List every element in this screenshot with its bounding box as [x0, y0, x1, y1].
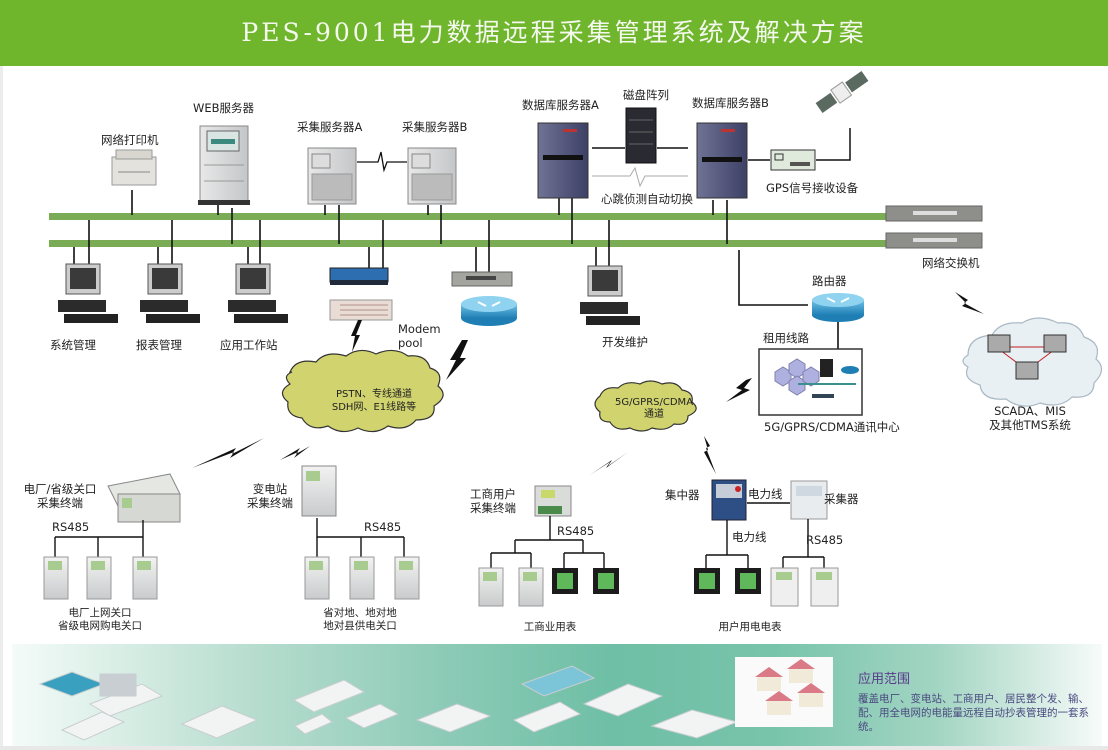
label-substation-rs485: RS485: [364, 520, 402, 534]
db-server-b-icon: [696, 122, 748, 199]
label-network-printer: 网络打印机: [101, 133, 159, 147]
network-bus-lower: [49, 240, 909, 247]
commercial-terminal-icon: [534, 485, 572, 517]
modem-pool-icon: [329, 299, 393, 321]
label-collect-server-a: 采集服务器A: [297, 120, 363, 134]
caption-substation-2: 地对县供电关口: [323, 620, 397, 632]
hub-switch-icon: [451, 271, 513, 287]
printer-icon: [111, 149, 157, 186]
header-bar: [0, 0, 1108, 66]
label-heartbeat: 心跳侦测自动切换: [601, 192, 693, 206]
label-modem-pool-2: pool: [398, 336, 423, 350]
label-substation-terminal-2: 采集终端: [247, 496, 293, 510]
label-db-server-b: 数据库服务器B: [692, 96, 769, 110]
plant-terminal-icon: [107, 473, 181, 523]
label-plant-terminal-1: 电厂/省级关口: [23, 482, 97, 496]
substation-terminal-icon: [301, 465, 337, 517]
bus-connectors: [73, 190, 839, 350]
power-facility-illustrations: [38, 665, 739, 741]
workstation-icons: [58, 263, 640, 325]
network-bus-upper: [49, 213, 909, 220]
residential-houses-image: [735, 657, 833, 727]
satellite-icon: [815, 71, 869, 113]
label-plant-terminal-2: 采集终端: [37, 496, 83, 510]
label-commercial-terminal-1: 工商用户: [470, 487, 516, 501]
label-residential-rs485: RS485: [806, 533, 844, 547]
wired-cloud: [281, 349, 444, 433]
label-leased-line: 租用线路: [763, 331, 809, 345]
caption-plant-1: 电厂上网关口: [68, 607, 132, 619]
modem-rack-icon: [329, 267, 389, 285]
collect-server-b-icon: [407, 147, 457, 205]
label-workstation-report: 报表管理: [136, 338, 182, 352]
caption-commercial: 工商业用表: [523, 621, 577, 633]
label-modem-pool-1: Modem: [398, 322, 441, 336]
label-external-1: SCADA、MIS: [994, 404, 1066, 418]
label-plant-rs485: RS485: [52, 520, 90, 534]
gps-receiver-icon: [770, 149, 816, 171]
label-workstation-system: 系统管理: [50, 338, 96, 352]
scope-banner: [12, 644, 1102, 746]
disk-array-icon: [625, 107, 657, 164]
web-server-icon: [198, 125, 250, 205]
caption-substation-1: 省对地、地对地: [323, 607, 397, 619]
db-server-a-icon: [537, 122, 589, 199]
label-disk-array: 磁盘阵列: [623, 88, 669, 102]
collect-server-a-icon: [307, 147, 357, 205]
label-commercial-rs485: RS485: [557, 524, 595, 538]
label-power-line: 电力线: [732, 530, 767, 544]
label-workstation-app: 应用工作站: [220, 338, 278, 352]
label-substation-terminal-1: 变电站: [252, 482, 288, 496]
label-external-2: 及其他TMS系统: [989, 418, 1071, 432]
network-switch-icon: [885, 205, 983, 249]
label-gps-device: GPS信号接收设备: [766, 181, 859, 195]
label-power-line-top: 电力线: [748, 487, 783, 501]
wired-cloud-line-2: SDH网、E1线路等: [331, 402, 417, 413]
wireless-center-box: [758, 348, 863, 416]
label-collector: 采集器: [824, 492, 859, 506]
label-web-server: WEB服务器: [193, 101, 255, 115]
label-wireless-center: 5G/GPRS/CDMA通讯中心: [764, 420, 900, 434]
external-system-icons: [987, 334, 1067, 380]
wireless-cloud-line-2: 通道: [644, 409, 664, 420]
router-icon: [461, 296, 517, 326]
lightning-icons: [192, 292, 984, 475]
scope-description: 覆盖电厂、变电站、工商用户、居民整个发、输、配、用全电网的电能量远程自动抄表管理…: [858, 693, 1089, 733]
wireless-cloud-line-1: 5G/GPRS/CDMA: [614, 397, 694, 408]
meter-wiring: [54, 502, 825, 568]
collector-icon: [790, 480, 828, 520]
electric-meters: [43, 556, 839, 607]
wired-cloud-line-1: PSTN、专线通道: [336, 389, 412, 400]
router-leased-icon: [812, 293, 864, 322]
heartbeat-line: [592, 166, 688, 188]
collect-link: [357, 151, 407, 173]
page-title: PES-9001电力数据远程采集管理系统及解决方案: [241, 18, 867, 47]
wireless-cloud: [594, 380, 697, 432]
label-collect-server-b: 采集服务器B: [402, 120, 468, 134]
label-network-switch: 网络交换机: [922, 256, 980, 270]
label-workstation-dev: 开发维护: [602, 335, 648, 349]
label-db-server-a: 数据库服务器A: [522, 98, 599, 112]
concentrator-icon: [711, 479, 747, 521]
caption-residential: 用户用电电表: [718, 621, 782, 633]
label-concentrator: 集中器: [665, 488, 700, 502]
label-commercial-terminal-2: 采集终端: [470, 501, 516, 515]
label-router: 路由器: [812, 274, 847, 288]
scope-title: 应用范围: [858, 672, 911, 687]
left-border: [0, 66, 3, 750]
bottom-border: [0, 746, 1108, 750]
db-links: [592, 128, 851, 161]
caption-plant-2: 省级电网购电关口: [58, 620, 142, 632]
